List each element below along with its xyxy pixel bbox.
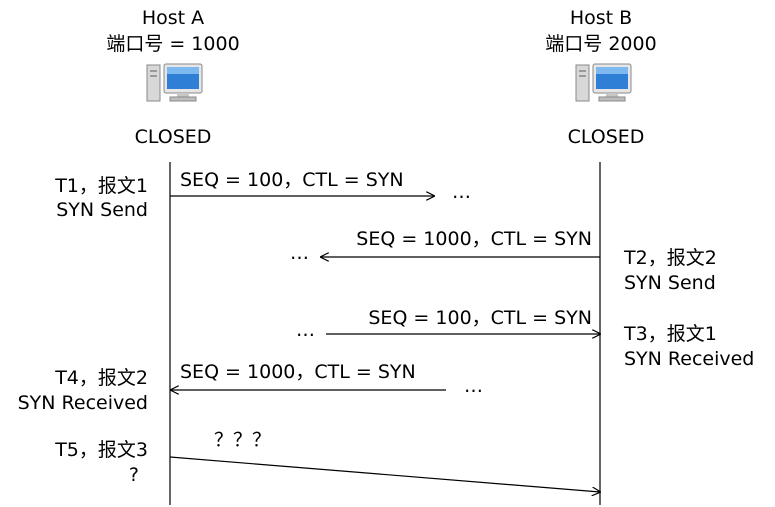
message-2-label: SEQ = 1000，CTL = SYN (356, 228, 592, 250)
event-t4-state: SYN Received (17, 392, 148, 414)
host-a-port: 端口号 = 1000 (106, 33, 240, 55)
message-5-arrow (169, 456, 600, 492)
event-t2-label: T2，报文2 (624, 247, 717, 269)
event-t3-state: SYN Received (624, 348, 755, 370)
message-3-label: SEQ = 100，CTL = SYN (368, 307, 592, 329)
message-1-label: SEQ = 100，CTL = SYN (180, 169, 404, 191)
event-t2-state: SYN Send (624, 272, 716, 294)
computer-icon (575, 63, 632, 102)
message-4-label: SEQ = 1000，CTL = SYN (180, 361, 416, 383)
host-b-name: Host B (569, 7, 633, 29)
event-t5-label: T5，报文3 (55, 439, 148, 461)
host-a-state: CLOSED (134, 126, 212, 148)
message-5-label: ？？？ (214, 429, 272, 451)
host-b-state: CLOSED (567, 126, 645, 148)
host-b-port: 端口号 2000 (545, 33, 657, 55)
event-t1-label: T1，报文1 (55, 175, 148, 197)
event-t4-label: T4，报文2 (55, 367, 148, 389)
message-3-ellipsis: … (296, 319, 315, 341)
message-1-ellipsis: … (452, 181, 471, 203)
message-4-ellipsis: … (464, 375, 483, 397)
event-t1-state: SYN Send (56, 199, 148, 221)
event-t3-label: T3，报文1 (624, 323, 717, 345)
host-a-name: Host A (141, 7, 205, 29)
event-t5-state: ? (128, 464, 139, 486)
message-2-ellipsis: … (290, 242, 309, 264)
computer-icon (146, 63, 203, 102)
